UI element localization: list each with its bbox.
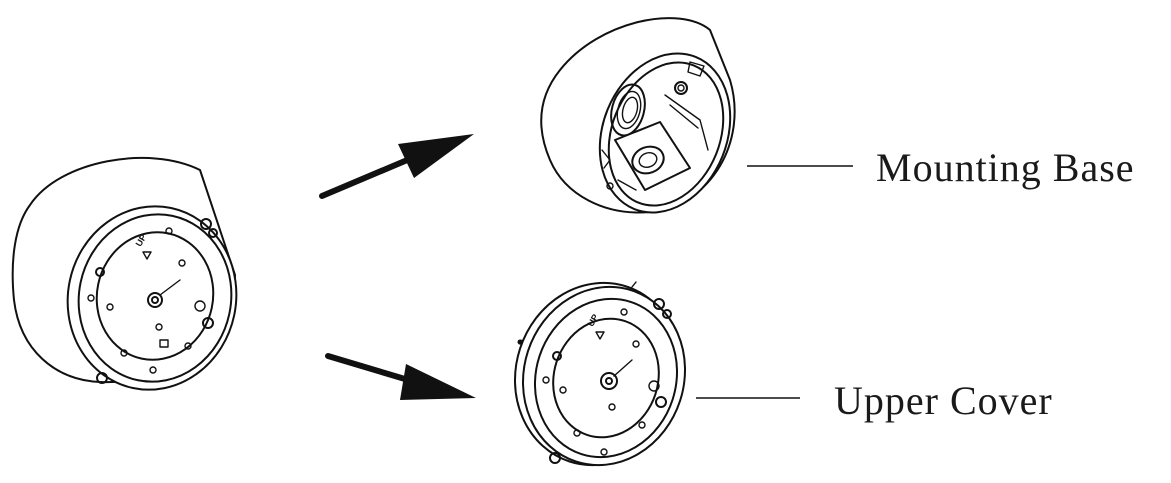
- assembled-screw-hole: [208, 228, 218, 238]
- mounting-base: [540, 17, 736, 214]
- cover-inner-ring: [552, 317, 660, 439]
- arrow-icon: [319, 155, 415, 199]
- cover-screw-hole: [653, 298, 665, 310]
- base-threaded-port: [610, 83, 646, 137]
- assembled-screw-hole: [202, 317, 214, 329]
- assembled-unit: UP: [11, 156, 238, 391]
- assembled-center-hole: [147, 292, 163, 308]
- arrow-to-base: [319, 134, 474, 199]
- mounting-base-label: Mounting Base: [876, 145, 1135, 190]
- cover-screw-hole: [655, 396, 667, 408]
- cover-center-hole: [600, 372, 618, 390]
- upper-cover: UP: [513, 281, 687, 467]
- arrow-icon: [325, 353, 418, 385]
- base-bottom-hole: [631, 145, 665, 175]
- assembled-screw-hole: [200, 218, 212, 230]
- cover-front-rim: [533, 297, 679, 459]
- assembled-screw-hole: [96, 372, 108, 384]
- cover-screw-hole: [549, 452, 561, 464]
- upper-cover-label: Upper Cover: [834, 378, 1053, 423]
- cover-screw-hole: [662, 309, 672, 319]
- base-screw-post: [674, 81, 688, 95]
- assembled-screw-hole: [95, 267, 105, 277]
- assembled-front-rim: [77, 213, 233, 383]
- cover-screw-hole: [552, 351, 562, 361]
- arrow-to-cover: [325, 353, 476, 400]
